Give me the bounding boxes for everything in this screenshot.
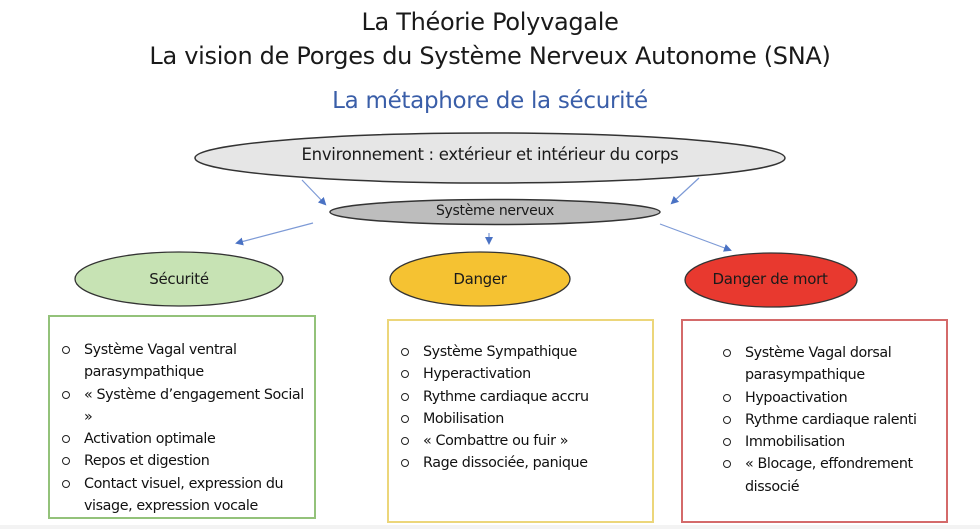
list-item-text: Mobilisation: [423, 410, 504, 427]
list-item-text: « Système d’engagement Social »: [84, 386, 304, 425]
list-item-text: Immobilisation: [745, 434, 845, 451]
list-item: Système Sympathique: [401, 341, 651, 363]
list-item-text: Hyperactivation: [423, 366, 531, 383]
arrow-env-to-ns-right: [670, 177, 700, 205]
arrow-ns-to-mortal-danger: [659, 223, 732, 252]
list-item-text: Rage dissociée, panique: [423, 455, 588, 472]
list-item: Repos et digestion: [62, 450, 312, 472]
arrow-ns-to-safety: [235, 222, 314, 246]
list-item: Système Vagal ventral parasympathique: [62, 339, 312, 384]
list-item: Immobilisation: [723, 431, 948, 453]
circle-bullet-icon: [401, 392, 409, 401]
circle-bullet-icon: [401, 459, 409, 468]
danger-list: Système Sympathique Hyperactivation Ryth…: [401, 341, 651, 475]
danger-label: Danger: [453, 270, 507, 288]
slide-subtitle: La vision de Porges du Système Nerveux A…: [149, 42, 831, 70]
environment-label: Environnement : extérieur et intérieur d…: [301, 145, 679, 164]
circle-bullet-icon: [401, 348, 409, 356]
mortal-danger-label: Danger de mort: [712, 270, 828, 288]
list-item: Rage dissociée, panique: [401, 452, 651, 474]
section-heading: La métaphore de la sécurité: [332, 88, 648, 114]
list-item-text: Système Sympathique: [423, 344, 577, 360]
circle-bullet-icon: [723, 438, 731, 447]
list-item: Rythme cardiaque ralenti: [723, 409, 948, 431]
safety-label: Sécurité: [149, 270, 209, 288]
list-item-text: Système Vagal ventral parasympathique: [84, 342, 237, 381]
list-item: « Blocage, effondrement dissocié: [723, 453, 948, 498]
circle-bullet-icon: [62, 390, 70, 399]
list-item-text: Rythme cardiaque ralenti: [745, 411, 917, 428]
list-item-text: Repos et digestion: [84, 453, 210, 470]
circle-bullet-icon: [723, 393, 731, 402]
mortal-danger-ellipse: [684, 252, 858, 308]
list-item-text: Activation optimale: [84, 431, 216, 448]
list-item: Hypoactivation: [723, 387, 948, 409]
circle-bullet-icon: [62, 479, 70, 488]
circle-bullet-icon: [401, 370, 409, 379]
nervous-system-ellipse: [329, 198, 661, 226]
mortal-danger-list: Système Vagal dorsal parasympathique Hyp…: [723, 342, 948, 498]
circle-bullet-icon: [401, 414, 409, 423]
list-item-text: Rythme cardiaque accru: [423, 388, 589, 405]
circle-bullet-icon: [723, 460, 731, 469]
list-item-text: Système Vagal dorsal parasympathique: [745, 345, 892, 384]
list-item: Hyperactivation: [401, 363, 651, 385]
list-item: Mobilisation: [401, 408, 651, 430]
list-item: « Système d’engagement Social »: [62, 384, 312, 429]
list-item-text: « Blocage, effondrement dissocié: [745, 456, 913, 495]
list-item: « Combattre ou fuir »: [401, 430, 651, 452]
list-item-text: « Combattre ou fuir »: [423, 433, 569, 450]
list-item-text: Contact visuel, expression du visage, ex…: [84, 475, 284, 515]
slide-bottom-edge: [0, 525, 980, 529]
slide-title: La Théorie Polyvagale: [361, 8, 619, 36]
safety-box: Système Vagal ventral parasympathique « …: [48, 315, 316, 519]
list-item: Système Vagal dorsal parasympathique: [723, 342, 948, 387]
circle-bullet-icon: [62, 435, 70, 444]
safety-list: Système Vagal ventral parasympathique « …: [62, 339, 312, 517]
safety-ellipse: [74, 251, 284, 307]
danger-box: Système Sympathique Hyperactivation Ryth…: [387, 319, 654, 523]
circle-bullet-icon: [401, 437, 409, 446]
circle-bullet-icon: [723, 415, 731, 424]
list-item-text: Hypoactivation: [745, 389, 848, 406]
circle-bullet-icon: [723, 349, 731, 357]
list-item: Activation optimale: [62, 428, 312, 450]
environment-ellipse: [194, 132, 786, 184]
danger-ellipse: [389, 251, 571, 307]
arrow-env-to-ns-left: [301, 179, 327, 206]
list-item: Rythme cardiaque accru: [401, 386, 651, 408]
circle-bullet-icon: [62, 457, 70, 466]
mortal-danger-box: Système Vagal dorsal parasympathique Hyp…: [681, 319, 948, 523]
circle-bullet-icon: [62, 346, 70, 354]
nervous-system-label: Système nerveux: [435, 203, 555, 219]
list-item: Contact visuel, expression du visage, ex…: [62, 473, 312, 518]
